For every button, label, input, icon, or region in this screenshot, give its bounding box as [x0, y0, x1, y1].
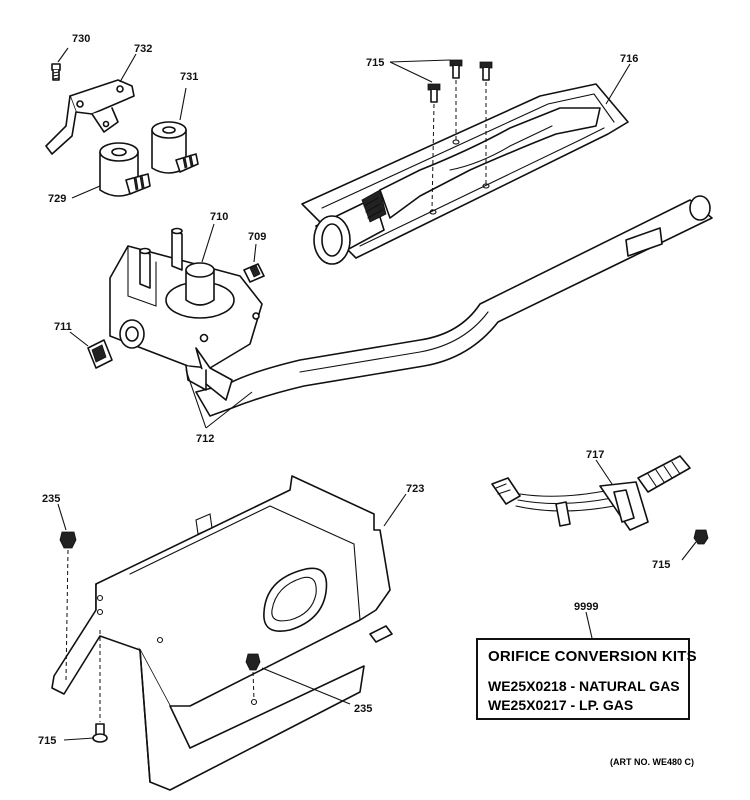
kit-line-lp-gas: WE25X0217 - LP. GAS — [488, 697, 634, 713]
callout-717: 717 — [586, 449, 604, 461]
callout-labels: 730 732 731 729 715 716 710 709 711 712 … — [38, 33, 670, 747]
coil-729 — [99, 142, 151, 197]
fitting-711 — [87, 339, 113, 369]
callout-711: 711 — [54, 321, 72, 333]
orifice-conversion-kit-box: ORIFICE CONVERSION KITS WE25X0218 - NATU… — [476, 638, 697, 720]
callout-723: 723 — [406, 483, 424, 495]
callout-732: 732 — [134, 43, 152, 55]
callout-729: 729 — [48, 193, 66, 205]
screw-715-a — [427, 83, 441, 103]
leader-lines — [57, 47, 697, 741]
burner-716 — [301, 83, 629, 265]
igniter-717 — [491, 455, 691, 531]
callout-235-left: 235 — [42, 493, 60, 505]
screw-730 — [51, 63, 61, 81]
screw-715-bottom — [92, 630, 108, 743]
callout-716: 716 — [620, 53, 638, 65]
fitting-709 — [243, 263, 265, 283]
callout-710: 710 — [210, 211, 228, 223]
callout-731: 731 — [180, 71, 198, 83]
coil-731 — [151, 121, 199, 174]
screw-715-right — [693, 529, 709, 545]
callout-715-top: 715 — [366, 57, 384, 69]
screw-715-c — [479, 61, 493, 81]
callout-709: 709 — [248, 231, 266, 243]
callout-235-bottom: 235 — [354, 703, 372, 715]
bracket-723 — [51, 475, 393, 791]
callout-715-right: 715 — [652, 559, 670, 571]
valve-710 — [109, 227, 263, 401]
kit-box-title: ORIFICE CONVERSION KITS — [488, 648, 697, 665]
screw-715-b — [449, 59, 463, 79]
tube-712 — [195, 195, 713, 417]
screws-715-top — [427, 59, 493, 211]
screw-235-left — [59, 531, 77, 681]
art-number: (ART NO. WE480 C) — [610, 757, 695, 767]
callout-715-bottom: 715 — [38, 735, 56, 747]
callout-9999: 9999 — [574, 601, 598, 613]
callout-730: 730 — [72, 33, 90, 45]
screw-235-bottom — [245, 653, 261, 701]
callout-712: 712 — [196, 433, 214, 445]
bracket-732 — [45, 79, 135, 155]
kit-line-natural-gas: WE25X0218 - NATURAL GAS — [488, 678, 680, 694]
